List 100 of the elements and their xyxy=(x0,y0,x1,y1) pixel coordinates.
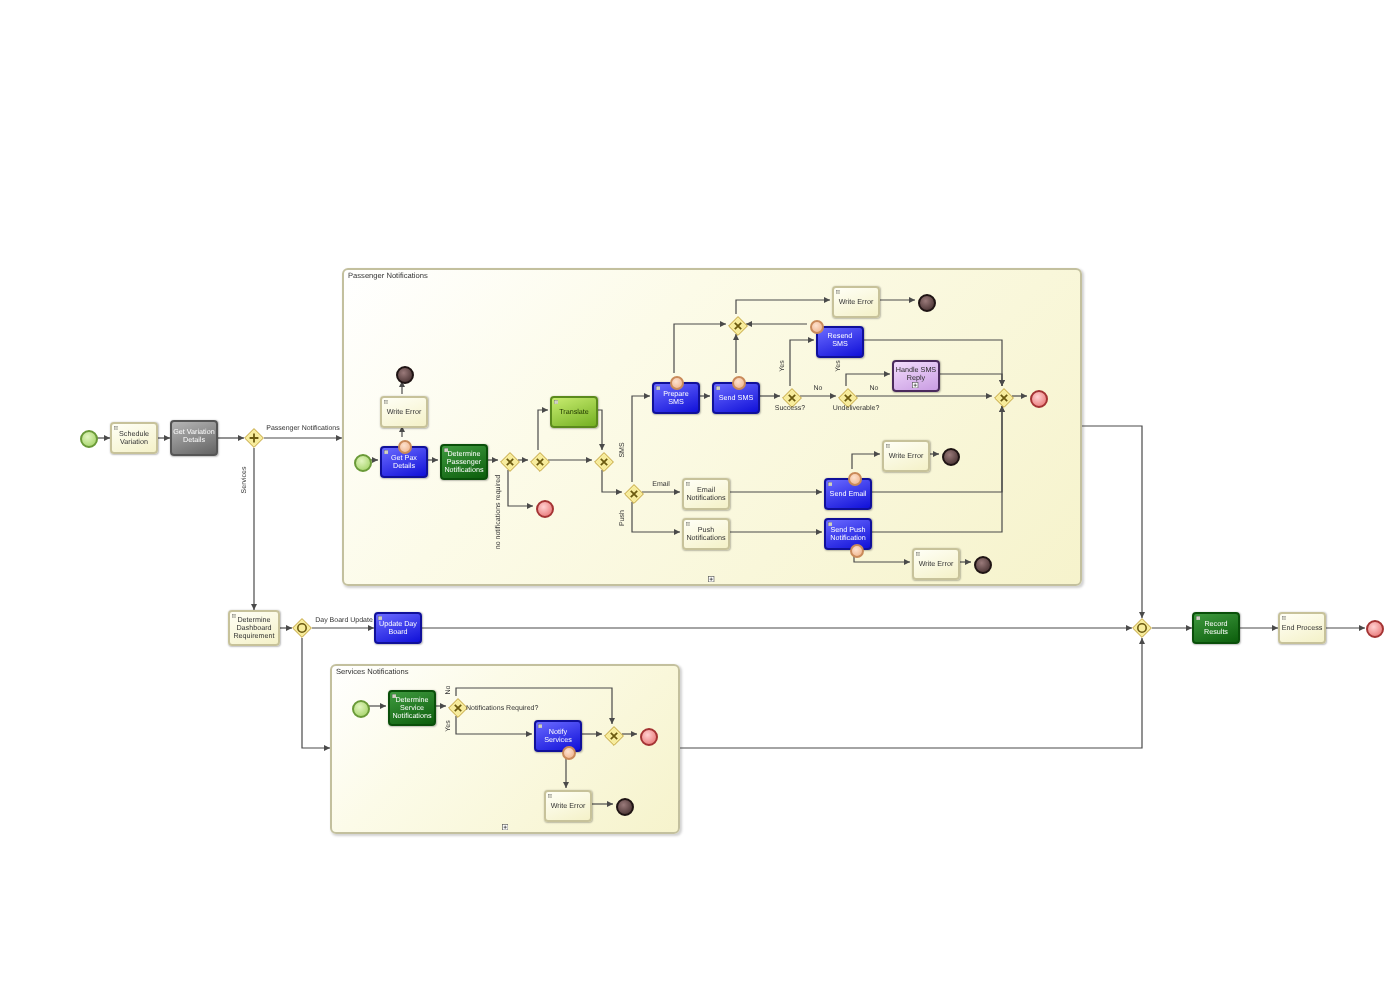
task-box xyxy=(110,422,158,454)
sequence-flow-arrow xyxy=(507,469,534,510)
sequence-flow-arrow xyxy=(537,406,549,451)
task-box xyxy=(652,382,700,414)
sequence-flow-arrow xyxy=(311,624,375,632)
gateway-diamond xyxy=(292,618,312,638)
task-box xyxy=(682,518,730,550)
sequence-flow-arrow xyxy=(1081,425,1146,619)
sequence-flow-arrow xyxy=(485,456,499,464)
sequence-flow-arrow xyxy=(263,434,343,442)
task-box xyxy=(544,790,592,822)
task-box xyxy=(380,396,428,428)
sequence-flow-arrow xyxy=(455,687,616,725)
start-event-circle xyxy=(79,429,97,447)
boundary-event-circle xyxy=(397,439,411,453)
task-box xyxy=(816,326,864,358)
gateway-diamond xyxy=(530,452,550,472)
error-end-event-circle xyxy=(973,555,991,573)
sequence-flow-arrow xyxy=(621,730,638,738)
start-event-circle xyxy=(353,453,371,471)
task-box xyxy=(374,612,422,644)
sequence-flow-arrow xyxy=(425,456,439,464)
end-event-circle xyxy=(639,727,657,745)
task-box xyxy=(712,382,760,414)
sequence-flow-arrow xyxy=(789,336,815,387)
sequence-flow-arrow xyxy=(421,624,1133,632)
sequence-flow-arrow xyxy=(398,380,406,395)
sequence-flow-arrow xyxy=(433,702,447,710)
gateway-diamond xyxy=(624,484,644,504)
sequence-flow-arrow xyxy=(745,320,808,328)
gateway-diamond xyxy=(448,698,468,718)
sequence-flow-arrow xyxy=(735,296,831,315)
sequence-flow-arrow xyxy=(366,702,387,710)
sequence-flow-arrow xyxy=(96,434,111,442)
task-box xyxy=(882,440,930,472)
sequence-flow-arrow xyxy=(732,333,740,374)
sequence-flow-arrow xyxy=(562,756,570,789)
sequence-flow-arrow xyxy=(631,392,651,483)
sequence-flow-arrow xyxy=(869,405,1006,533)
sequence-flow-arrow xyxy=(957,558,972,566)
sequence-flow-arrow xyxy=(757,392,781,400)
sequence-flow-arrow xyxy=(579,730,603,738)
task-box xyxy=(682,478,730,510)
task-box xyxy=(534,720,582,752)
sequence-flow-arrow xyxy=(851,450,881,470)
task-box xyxy=(228,610,280,646)
sequence-flow-arrow xyxy=(279,624,293,632)
task-box xyxy=(380,446,428,478)
gateway-diamond xyxy=(782,388,802,408)
gateway-diamond xyxy=(728,316,748,336)
sequence-flow-arrow xyxy=(589,800,614,808)
sequence-flow-arrow xyxy=(301,637,331,752)
sequence-flow-arrow xyxy=(1239,624,1279,632)
sequence-flow-arrow xyxy=(595,409,606,451)
sequence-flow-arrow xyxy=(855,392,993,400)
sequence-flow-arrow xyxy=(517,456,529,464)
task-box xyxy=(824,478,872,510)
task-box xyxy=(1278,612,1326,644)
sequence-flow-arrow xyxy=(1011,392,1028,400)
sequence-flow-arrow xyxy=(547,456,593,464)
error-end-event-circle xyxy=(941,447,959,465)
sequence-flow-arrow xyxy=(853,554,911,566)
sequence-flow-arrow xyxy=(157,434,171,442)
gateway-diamond xyxy=(500,452,520,472)
gateway-diamond xyxy=(244,428,264,448)
end-event-circle xyxy=(1365,619,1383,637)
task-box xyxy=(1192,612,1240,644)
subprocess-panel xyxy=(330,664,680,834)
end-event-circle xyxy=(1029,389,1047,407)
gateway-diamond xyxy=(994,388,1014,408)
sequence-flow-arrow xyxy=(799,392,837,400)
error-end-event-circle xyxy=(615,797,633,815)
sequence-flow-arrow xyxy=(1325,624,1366,632)
sequence-flow-arrow xyxy=(368,456,379,464)
sequence-flow-arrow xyxy=(679,637,1146,749)
sequence-flow-arrow xyxy=(673,320,727,374)
sequence-flow-arrow xyxy=(877,296,916,304)
sequence-flow-arrow xyxy=(601,469,623,496)
boundary-event-circle xyxy=(731,375,745,389)
sequence-flow-arrow xyxy=(398,425,406,438)
sequence-flow-arrow xyxy=(727,488,823,496)
sequence-flow-arrow xyxy=(641,488,681,496)
sequence-flow-arrow xyxy=(937,373,1006,387)
task-box xyxy=(550,396,598,428)
subprocess-panel xyxy=(342,268,1082,586)
sequence-flow-arrow xyxy=(250,447,258,611)
sequence-flow-arrow xyxy=(927,450,940,458)
start-event-circle xyxy=(351,699,369,717)
task-box xyxy=(440,444,488,480)
task-box xyxy=(912,548,960,580)
boundary-event-circle xyxy=(669,375,683,389)
gateway-diamond xyxy=(838,388,858,408)
gateway-diamond xyxy=(604,726,624,746)
task-box xyxy=(892,360,940,392)
sequence-flow-arrow xyxy=(631,501,681,536)
task-box xyxy=(832,286,880,318)
end-event-circle xyxy=(535,499,553,517)
sequence-flow-arrow xyxy=(845,370,891,387)
sequence-flow-arrow xyxy=(697,392,711,400)
sequence-flow-arrow xyxy=(1151,624,1193,632)
